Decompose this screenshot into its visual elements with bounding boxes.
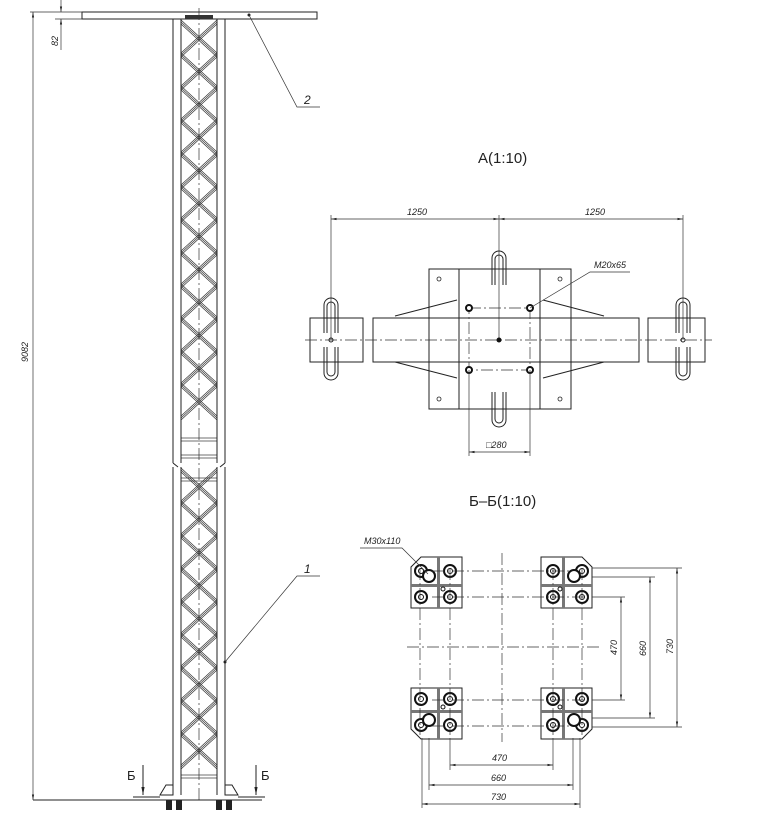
lattice-brace <box>180 85 218 120</box>
small-hole <box>440 704 446 710</box>
lattice-brace <box>180 250 218 285</box>
mounting-plate <box>428 268 572 410</box>
tower-elevation: 9082 82 2 1 Б Б <box>20 0 320 810</box>
bolt-hole <box>418 722 424 728</box>
callout-1-leader <box>224 575 320 663</box>
angle-profile <box>541 710 592 713</box>
lattice-brace <box>180 283 218 318</box>
center-point <box>496 337 502 343</box>
angle-profile <box>541 584 592 587</box>
anchor-bolts <box>166 800 232 810</box>
angle-profile <box>562 557 565 608</box>
angle-profile <box>411 584 462 587</box>
lattice-brace <box>180 188 218 223</box>
section-joint <box>219 462 226 468</box>
lattice-brace <box>180 23 218 58</box>
bolt-label-m30: M30x110 <box>364 536 400 546</box>
callout-2: 2 <box>303 93 311 107</box>
base-plates <box>410 556 593 740</box>
plate-thickness-dimension: 82 <box>50 36 60 46</box>
bolt-leader <box>360 547 429 575</box>
plate-outline <box>410 556 463 609</box>
anchor-bolt <box>414 692 428 706</box>
lattice-brace <box>180 184 218 219</box>
base-plate <box>540 556 593 609</box>
view-bb-title: Б–Б(1:10) <box>469 493 536 510</box>
bolt-hole <box>550 722 556 728</box>
section-mark-left: Б <box>127 768 136 783</box>
plate-holes <box>436 276 563 402</box>
lattice-brace <box>180 89 218 124</box>
lattice-brace <box>180 665 218 700</box>
top-flange-bolts <box>185 15 213 19</box>
dim-h-470: 470 <box>492 753 507 763</box>
base-plate <box>540 687 593 740</box>
small-hole <box>440 586 446 592</box>
bolt-label-m20: M20x65 <box>594 260 627 270</box>
dim-square-280: □280 <box>486 440 506 450</box>
center-point <box>680 337 686 343</box>
main-anchor-bolt <box>422 569 436 583</box>
bolt-hole <box>447 722 453 728</box>
plate-outline <box>540 556 593 609</box>
dim-v-730: 730 <box>665 639 675 654</box>
angle-profile <box>411 710 462 713</box>
main-anchor-bolt <box>567 569 581 583</box>
main-anchor-bolt <box>567 713 581 727</box>
small-hole <box>557 704 563 710</box>
lattice-brace <box>180 669 218 704</box>
lattice-brace <box>180 469 218 504</box>
base-gussets <box>159 784 239 796</box>
bolt-pattern-line <box>468 307 531 371</box>
bolt-hole <box>418 696 424 702</box>
section-mark-right: Б <box>261 768 270 783</box>
dim-1250-left: 1250 <box>407 207 427 217</box>
lattice-brace <box>180 570 218 605</box>
dim-v-470: 470 <box>609 640 619 655</box>
view-a-title: A(1:10) <box>478 150 527 167</box>
lattice-brace <box>180 384 218 419</box>
gussets <box>394 299 605 379</box>
lattice-brace <box>180 504 218 539</box>
angle-profile <box>437 688 440 739</box>
angle-profile <box>437 557 440 608</box>
dim-h-660: 660 <box>491 773 506 783</box>
section-joint <box>172 462 179 468</box>
bolt-leader <box>529 271 630 309</box>
height-dimension: 9082 <box>20 342 30 362</box>
bolt-hole <box>579 722 585 728</box>
bolt-hole <box>418 594 424 600</box>
u-bolts <box>323 250 691 428</box>
base-plate <box>410 687 463 740</box>
lattice-brace <box>180 285 218 320</box>
lattice-brace <box>180 603 218 638</box>
bolt-hole <box>418 568 424 574</box>
callout-2-leader <box>248 14 320 108</box>
anchor-bolt <box>414 590 428 604</box>
angle-profile <box>562 688 565 739</box>
main-anchor-bolt <box>422 713 436 727</box>
dim-h-730: 730 <box>491 792 506 802</box>
lattice-brace <box>180 568 218 603</box>
view-a: A(1:10) 1250 1250 M20x65 □280 <box>305 150 712 456</box>
plate-outline <box>410 687 463 740</box>
plate-outline <box>540 687 593 740</box>
dim-v-660: 660 <box>638 641 648 656</box>
small-hole <box>557 586 563 592</box>
view-bb: Б–Б(1:10) M30x110 470 660 730 470 660 73… <box>360 493 682 808</box>
dim-1250-right: 1250 <box>585 207 605 217</box>
callout-1: 1 <box>304 562 311 576</box>
lattice-brace <box>180 349 218 384</box>
center-point <box>328 337 334 343</box>
